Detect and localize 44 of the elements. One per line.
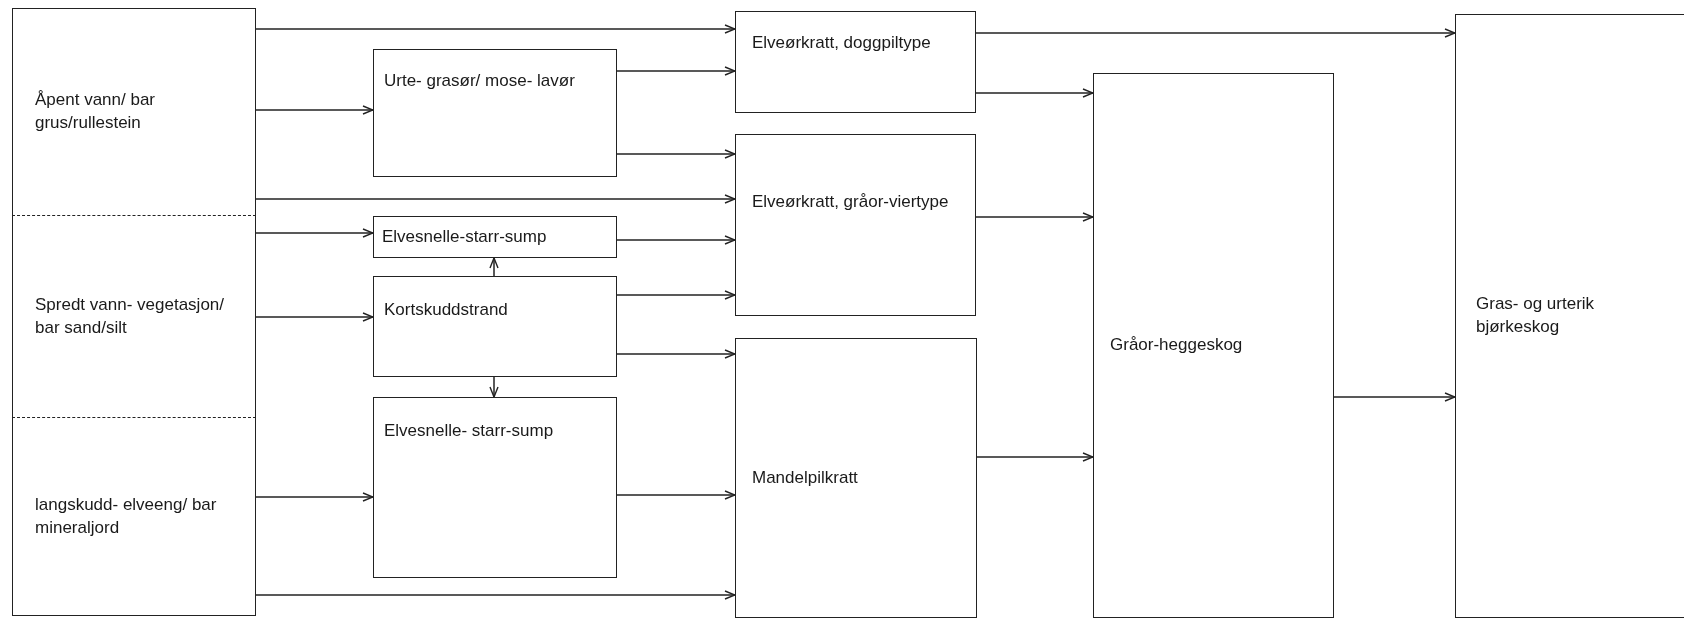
arrow <box>255 492 374 502</box>
arrow <box>1333 392 1456 402</box>
node-label: Elvesnelle- starr-sump <box>384 420 555 442</box>
arrow <box>489 257 499 277</box>
habitat-band <box>12 8 256 215</box>
habitat-band <box>12 215 256 417</box>
node-label: Mandelpilkratt <box>752 466 859 489</box>
arrow <box>255 194 736 204</box>
arrow <box>616 235 736 245</box>
arrow <box>616 66 736 76</box>
arrow <box>255 24 736 34</box>
arrow <box>616 490 736 500</box>
node-label: langskudd- elveeng/ bar mineraljord <box>35 493 218 539</box>
node-label: Spredt vann- vegetasjon/ bar sand/silt <box>35 293 225 339</box>
process-box <box>373 397 617 578</box>
process-box <box>735 11 976 113</box>
node-label: Kortskuddstrand <box>384 299 509 321</box>
node-label: Urte- grasør/ mose- lavør <box>384 70 576 92</box>
habitat-band <box>12 417 256 616</box>
arrow <box>616 349 736 359</box>
process-box <box>373 216 617 258</box>
process-box <box>735 338 977 618</box>
arrow <box>975 28 1456 38</box>
arrow <box>616 149 736 159</box>
arrow <box>976 452 1094 462</box>
arrow <box>489 376 499 398</box>
arrow <box>616 290 736 300</box>
node-label: Gråor-heggeskog <box>1110 334 1244 357</box>
node-label: Elveørkratt, doggpiltype <box>752 32 932 54</box>
node-label: Elvesnelle-starr-sump <box>382 225 548 248</box>
arrow <box>975 212 1094 222</box>
process-box <box>1455 14 1684 618</box>
arrow <box>255 590 736 600</box>
arrow <box>255 228 374 238</box>
process-box <box>735 134 976 316</box>
process-box <box>373 49 617 177</box>
arrow <box>975 88 1094 98</box>
node-label: Gras- og urterik bjørkeskog <box>1476 293 1596 338</box>
node-label: Elveørkratt, gråor-viertype <box>752 191 950 213</box>
process-box <box>1093 73 1334 618</box>
arrow <box>255 105 374 115</box>
node-label: Åpent vann/ bar grus/rullestein <box>35 89 157 134</box>
process-box <box>373 276 617 377</box>
arrow <box>255 312 374 322</box>
